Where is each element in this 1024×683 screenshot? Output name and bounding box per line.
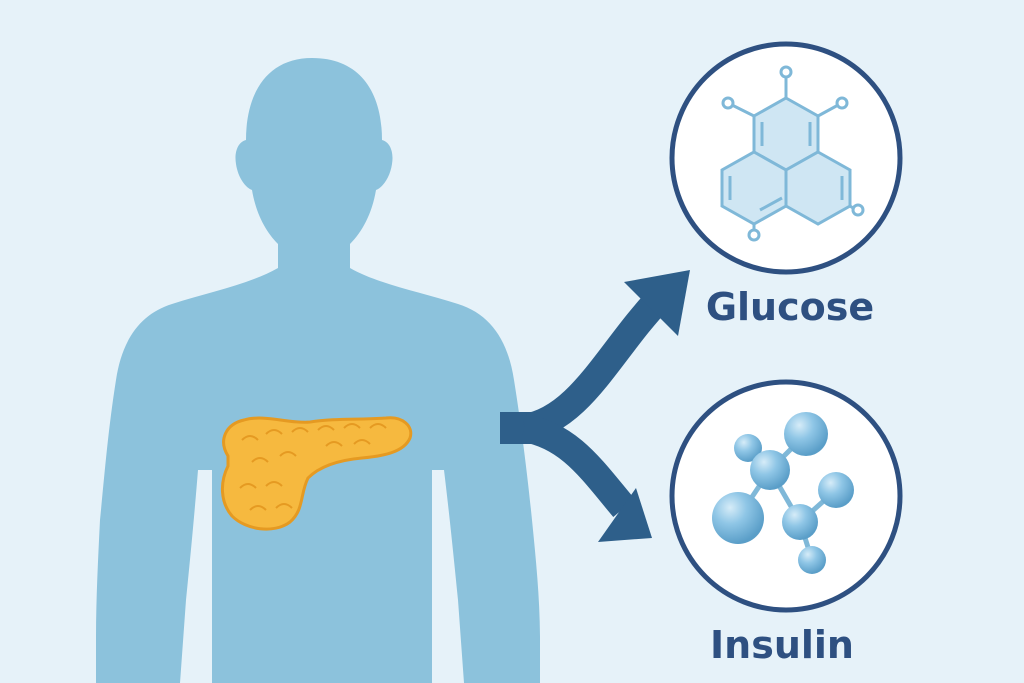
pancreas-lobules: [239, 423, 387, 511]
insulin-molecule-icon: [712, 412, 854, 574]
glucose-label: Glucose: [705, 285, 875, 329]
pancreas-shape: [221, 416, 413, 531]
arrow-to-glucose: [521, 288, 671, 442]
arrow-head-insulin: [598, 488, 652, 542]
pancreas-icon: [221, 416, 413, 531]
human-body-shape: [96, 58, 540, 683]
insulin-panel: [669, 379, 903, 613]
arrow-to-insulin: [520, 414, 635, 518]
human-silhouette: [96, 58, 540, 683]
arrow-head-glucose: [624, 270, 690, 336]
glucose-molecule-icon: [720, 65, 865, 242]
branching-arrows: [500, 270, 690, 542]
glucose-panel: [669, 41, 903, 275]
insulin-label: Insulin: [710, 623, 854, 667]
